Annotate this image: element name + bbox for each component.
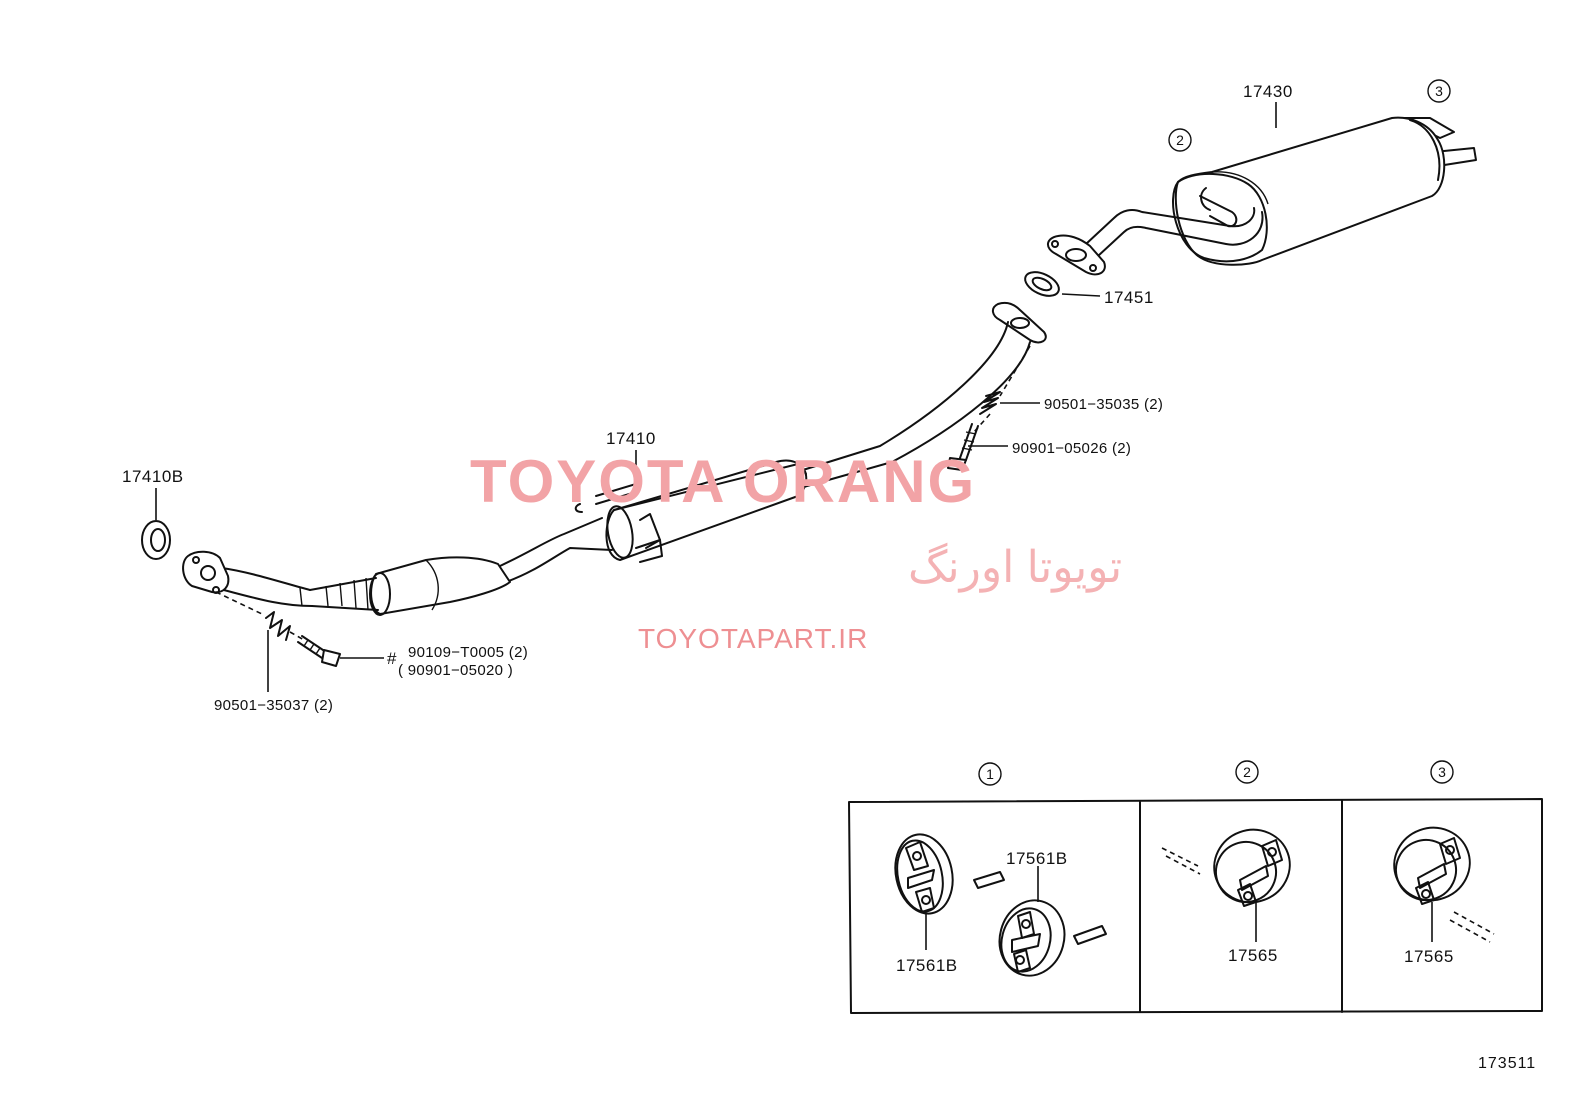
label-17565-b: 17565	[1404, 947, 1454, 966]
label-17565-a: 17565	[1228, 946, 1278, 965]
label-17410b: 17410B	[122, 467, 184, 486]
watermark: TOYOTA ORANG تویوتا اورنگ TOYOTAPART.IR	[470, 448, 1122, 654]
label-17561b-upper: 17561B	[1006, 849, 1068, 868]
panel-callout-3: 3	[1430, 760, 1454, 784]
watermark-brand: TOYOTA ORANG	[470, 448, 976, 515]
label-17451: 17451	[1104, 288, 1154, 307]
svg-text:3: 3	[1435, 83, 1443, 99]
part-labels: 17430 17451 17410 17410B 90501−35035 (2)…	[122, 82, 1293, 714]
front-pipe-catalyst	[182, 550, 511, 616]
spring-bolt-rear	[947, 345, 1031, 471]
illustration-number: 173511	[1478, 1055, 1536, 1072]
label-90501-35035: 90501−35035 (2)	[1044, 396, 1163, 413]
tail-muffler	[1172, 116, 1477, 266]
detail-panels: 1 2 3 17561B	[848, 760, 1543, 1014]
watermark-url: TOYOTAPART.IR	[638, 623, 868, 654]
callout-2: 2	[1168, 128, 1192, 152]
panel-callout-2: 2	[1235, 760, 1259, 784]
hanger-rod	[973, 871, 1005, 889]
leader-lines	[155, 102, 1277, 692]
label-90901-05026: 90901−05026 (2)	[1012, 440, 1131, 457]
gasket-17410b	[141, 520, 171, 560]
panel-callout-1: 1	[978, 762, 1002, 786]
tail-pipe	[1047, 207, 1264, 276]
center-pipe	[499, 301, 1047, 583]
label-17561b-lower: 17561B	[896, 956, 958, 975]
hash-mark: #	[387, 649, 397, 668]
rubber-hanger-17561b-a	[894, 833, 954, 915]
rubber-hanger-17561b-b	[998, 899, 1066, 977]
label-90501-35037: 90501−35037 (2)	[214, 697, 333, 714]
svg-text:1: 1	[986, 766, 994, 782]
gasket-17451	[1024, 271, 1060, 297]
svg-text:3: 3	[1438, 764, 1446, 780]
svg-text:2: 2	[1176, 132, 1184, 148]
callout-3: 3	[1427, 79, 1451, 103]
label-17430: 17430	[1243, 82, 1293, 101]
label-17410: 17410	[606, 429, 656, 448]
label-90901-05020: ( 90901−05020 )	[398, 662, 513, 679]
spring-bolt-front	[215, 591, 341, 667]
hanger-rod	[1073, 925, 1107, 945]
rubber-hanger-17565-a	[1161, 828, 1291, 907]
rubber-hanger-17565-b	[1393, 826, 1495, 943]
label-90109-t0005: 90109−T0005 (2)	[408, 644, 528, 661]
svg-text:2: 2	[1243, 764, 1251, 780]
watermark-persian: تویوتا اورنگ	[908, 542, 1122, 593]
